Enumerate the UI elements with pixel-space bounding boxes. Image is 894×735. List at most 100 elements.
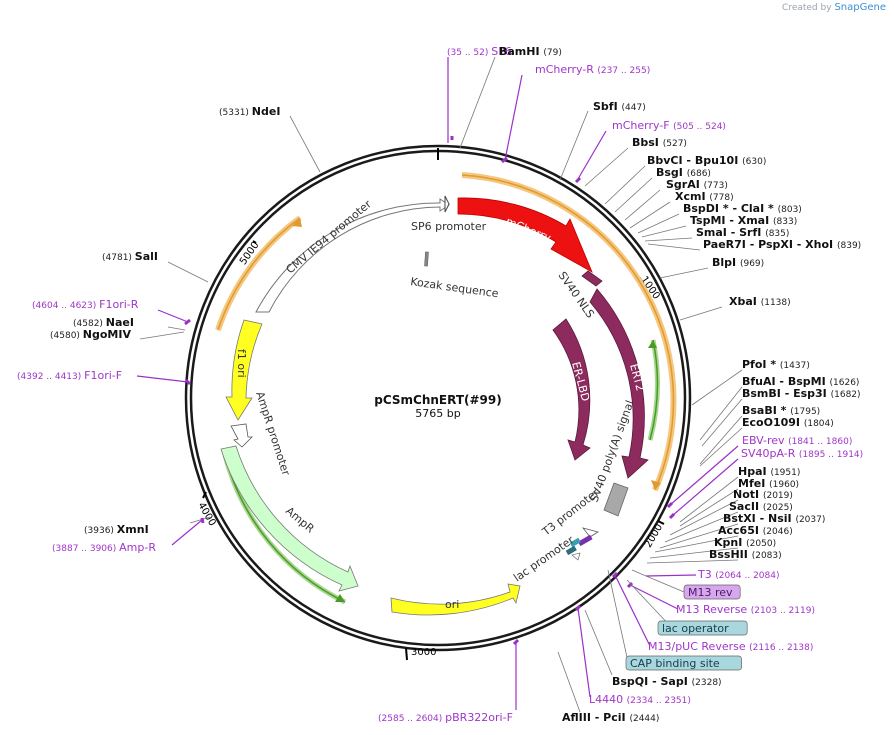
site-pos-t3: (2064 .. 2084) bbox=[715, 571, 779, 581]
site-name-naei: NaeI bbox=[106, 316, 134, 329]
site-name-m13puc: M13/pUC Reverse bbox=[648, 640, 749, 653]
site-name-xcmi: XcmI bbox=[675, 190, 709, 203]
site-pos-bsshii: (2083) bbox=[752, 551, 782, 561]
site-name-mchf: mCherry-F bbox=[612, 119, 673, 132]
created-by-text: Created by bbox=[782, 3, 832, 13]
primer-mark-sv40par bbox=[668, 512, 676, 520]
site-bsshii: BssHII (2083) bbox=[646, 548, 782, 564]
label-lacop: lac operator bbox=[662, 622, 729, 635]
leader-line-ngomiv bbox=[139, 331, 185, 340]
site-pos-l4440: (2334 .. 2351) bbox=[627, 696, 691, 706]
site-name-sbfi: SbfI bbox=[593, 100, 622, 113]
site-name-bamhi: BamHI bbox=[499, 45, 543, 58]
label-blpi: BlpI (969) bbox=[712, 256, 764, 269]
site-bstxi: BstXI - NsiI (2037) bbox=[659, 512, 825, 549]
site-name-l4440: L4440 bbox=[589, 693, 627, 706]
site-pos-sacii: (2025) bbox=[763, 503, 793, 513]
site-name-bsgi: BsgI bbox=[656, 166, 687, 179]
site-m13rev: M13 rev bbox=[631, 569, 741, 600]
site-name-eco0109i: EcoO109I bbox=[742, 416, 804, 429]
site-name-xmni: XmnI bbox=[117, 523, 149, 536]
leader-line-bbvci bbox=[604, 165, 646, 205]
site-name-ampr: Amp-R bbox=[119, 541, 156, 554]
site-ndei: (5331) NdeI bbox=[219, 105, 321, 173]
site-m13puc: M13/pUC Reverse (2116 .. 2138) bbox=[611, 571, 813, 653]
site-blpi: BlpI (969) bbox=[659, 256, 764, 279]
label-m13puc: M13/pUC Reverse (2116 .. 2138) bbox=[648, 640, 813, 653]
site-ebvrev: EBV-rev (1841 .. 1860) bbox=[666, 434, 852, 509]
site-pos-kpni: (2050) bbox=[746, 539, 776, 549]
leader-line-cap bbox=[607, 569, 629, 663]
site-lacop: lac operator bbox=[626, 579, 748, 636]
svg-text:AmpR promoter: AmpR promoter bbox=[253, 390, 293, 478]
label-bsmbi: BsmBI - Esp3I (1682) bbox=[742, 387, 861, 400]
site-sali: (4781) SalI bbox=[102, 250, 209, 283]
leader-line-f1orir bbox=[157, 309, 189, 323]
site-name-sp6: SP6 bbox=[491, 45, 512, 58]
site-name-bbvci: BbvCI - Bpu10I bbox=[647, 154, 742, 167]
leader-line-f1orif bbox=[136, 375, 189, 383]
site-name-pbr322: pBR322ori-F bbox=[445, 711, 513, 724]
site-xbai: XbaI (1138) bbox=[679, 295, 791, 321]
label-acc65i: Acc65I (2046) bbox=[718, 524, 793, 537]
site-xcmi: XcmI (778) bbox=[629, 190, 734, 229]
site-pos-hpai: (1951) bbox=[770, 468, 800, 478]
leader-line-sacii bbox=[664, 511, 739, 543]
svg-text:Kozak sequence: Kozak sequence bbox=[410, 275, 500, 300]
label-bsshii: BssHII (2083) bbox=[709, 548, 782, 561]
label-bspdi: BspDI * - ClaI * (803) bbox=[683, 202, 802, 215]
site-pos-acc65i: (2046) bbox=[763, 527, 793, 537]
site-name-mfei: MfeI bbox=[738, 477, 769, 490]
leader-line-paer7i bbox=[647, 243, 701, 251]
site-pos-ampr: (3887 .. 3906) bbox=[52, 544, 119, 554]
site-name-bspdi: BspDI * - ClaI * bbox=[683, 202, 778, 215]
site-name-ngomiv: NgoMIV bbox=[83, 328, 132, 341]
label-box-cap bbox=[625, 655, 742, 671]
feature-cmv: CMV IE94 promoter bbox=[255, 197, 450, 313]
site-kpni: KpnI (2050) bbox=[649, 536, 776, 559]
svg-text:ori: ori bbox=[445, 598, 459, 611]
leader-line-smai bbox=[644, 237, 693, 242]
site-pos-mfei: (1960) bbox=[769, 480, 799, 490]
site-pos-pfoi: (1437) bbox=[780, 361, 810, 371]
leader-line-xbai bbox=[679, 306, 723, 321]
leader-line-bsgi bbox=[614, 177, 653, 213]
leader-line-sv40par bbox=[671, 458, 739, 517]
feature-er-lbd: ER-LBD bbox=[552, 318, 592, 461]
site-name-bfuai: BfuAI - BspMI bbox=[742, 375, 830, 388]
site-pos-smai: (835) bbox=[765, 229, 789, 239]
site-pos-noti: (2019) bbox=[763, 491, 793, 501]
primer-mark-ebvrev bbox=[666, 501, 674, 509]
site-pos-bamhi: (79) bbox=[543, 48, 561, 58]
label-mchr: mCherry-R (237 .. 255) bbox=[535, 63, 650, 76]
svg-text:2000: 2000 bbox=[643, 522, 665, 550]
primer-mark-mchr bbox=[501, 156, 508, 164]
site-sp6: (35 .. 52) SP6 bbox=[447, 45, 512, 143]
site-f1orif: (4392 .. 4413) F1ori-F bbox=[17, 369, 192, 386]
site-mchr: mCherry-R (237 .. 255) bbox=[501, 63, 650, 164]
leader-line-hpai bbox=[679, 476, 739, 523]
svg-text:SP6 promoter: SP6 promoter bbox=[411, 220, 487, 233]
site-ngomiv: (4580) NgoMIV bbox=[50, 328, 185, 341]
site-pos-bbvci: (630) bbox=[742, 157, 766, 167]
site-bsgi: BsgI (686) bbox=[614, 166, 711, 213]
leader-line-bamhi bbox=[459, 56, 496, 149]
label-smai: SmaI - SrfI (835) bbox=[696, 226, 789, 239]
label-sv40par: SV40pA-R (1895 .. 1914) bbox=[741, 447, 863, 460]
label-kpni: KpnI (2050) bbox=[714, 536, 776, 549]
site-mfei: MfeI (1960) bbox=[679, 477, 799, 527]
ruler-2000: 2000 bbox=[643, 520, 665, 550]
leader-line-mfei bbox=[679, 488, 739, 527]
label-sgrai: SgrAI (773) bbox=[666, 178, 728, 191]
site-pos-ebvrev: (1841 .. 1860) bbox=[788, 437, 852, 447]
label-ngomiv: (4580) NgoMIV bbox=[50, 328, 131, 341]
site-pos-sgrai: (773) bbox=[704, 181, 728, 191]
site-tspmi: TspMI - XmaI (833) bbox=[641, 214, 797, 238]
label-naei: (4582) NaeI bbox=[73, 316, 134, 329]
leader-line-l4440 bbox=[577, 607, 591, 698]
site-pos-bbsi: (527) bbox=[663, 139, 687, 149]
label-f1orif: (4392 .. 4413) F1ori-F bbox=[17, 369, 122, 382]
label-sali: (4781) SalI bbox=[102, 250, 158, 263]
leader-line-m13puc bbox=[614, 574, 651, 647]
